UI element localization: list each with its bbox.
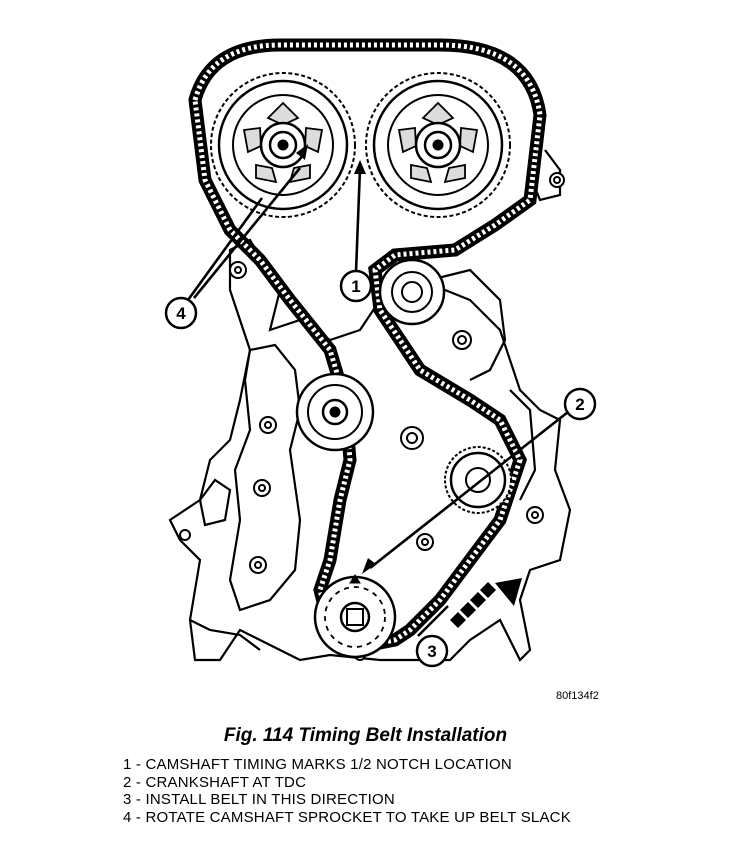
callout-3: 3	[415, 634, 449, 668]
timing-belt	[188, 38, 547, 652]
timing-belt-diagram: 1 2 3 4	[164, 38, 597, 668]
callout-4: 4	[164, 296, 198, 330]
legend-item: 2 - CRANKSHAFT AT TDC	[123, 773, 307, 791]
legend-item: 3 - INSTALL BELT IN THIS DIRECTION	[123, 791, 395, 808]
leader-lines	[186, 167, 569, 570]
figure-caption: Fig. 114 Timing Belt Installation	[223, 725, 508, 746]
callout-4-number: 4	[176, 304, 186, 323]
idler-pulley	[378, 258, 446, 326]
right-camshaft-sprocket	[365, 72, 511, 218]
legend-item: 1 - CAMSHAFT TIMING MARKS 1/2 NOTCH LOCA…	[123, 756, 512, 773]
water-pump-sprocket	[444, 446, 512, 514]
callout-1: 1	[339, 269, 373, 303]
callout-3-leader	[417, 605, 449, 637]
crankshaft-sprocket	[313, 574, 397, 659]
callout-1-number: 1	[351, 277, 360, 296]
image-code: 80f134f2	[556, 690, 599, 702]
tensioner-pulley	[295, 372, 375, 452]
callout-2: 2	[563, 387, 597, 421]
left-camshaft-sprocket	[210, 72, 356, 218]
leader-arrowheads	[296, 144, 376, 574]
install-direction-arrow	[450, 578, 522, 628]
legend-item: 4 - ROTATE CAMSHAFT SPROCKET TO TAKE UP …	[123, 808, 571, 826]
bolts	[179, 172, 565, 661]
callout-2-number: 2	[575, 395, 584, 414]
callout-3-number: 3	[427, 642, 436, 661]
legend-list: 1 - CAMSHAFT TIMING MARKS 1/2 NOTCH LOCA…	[123, 756, 571, 826]
